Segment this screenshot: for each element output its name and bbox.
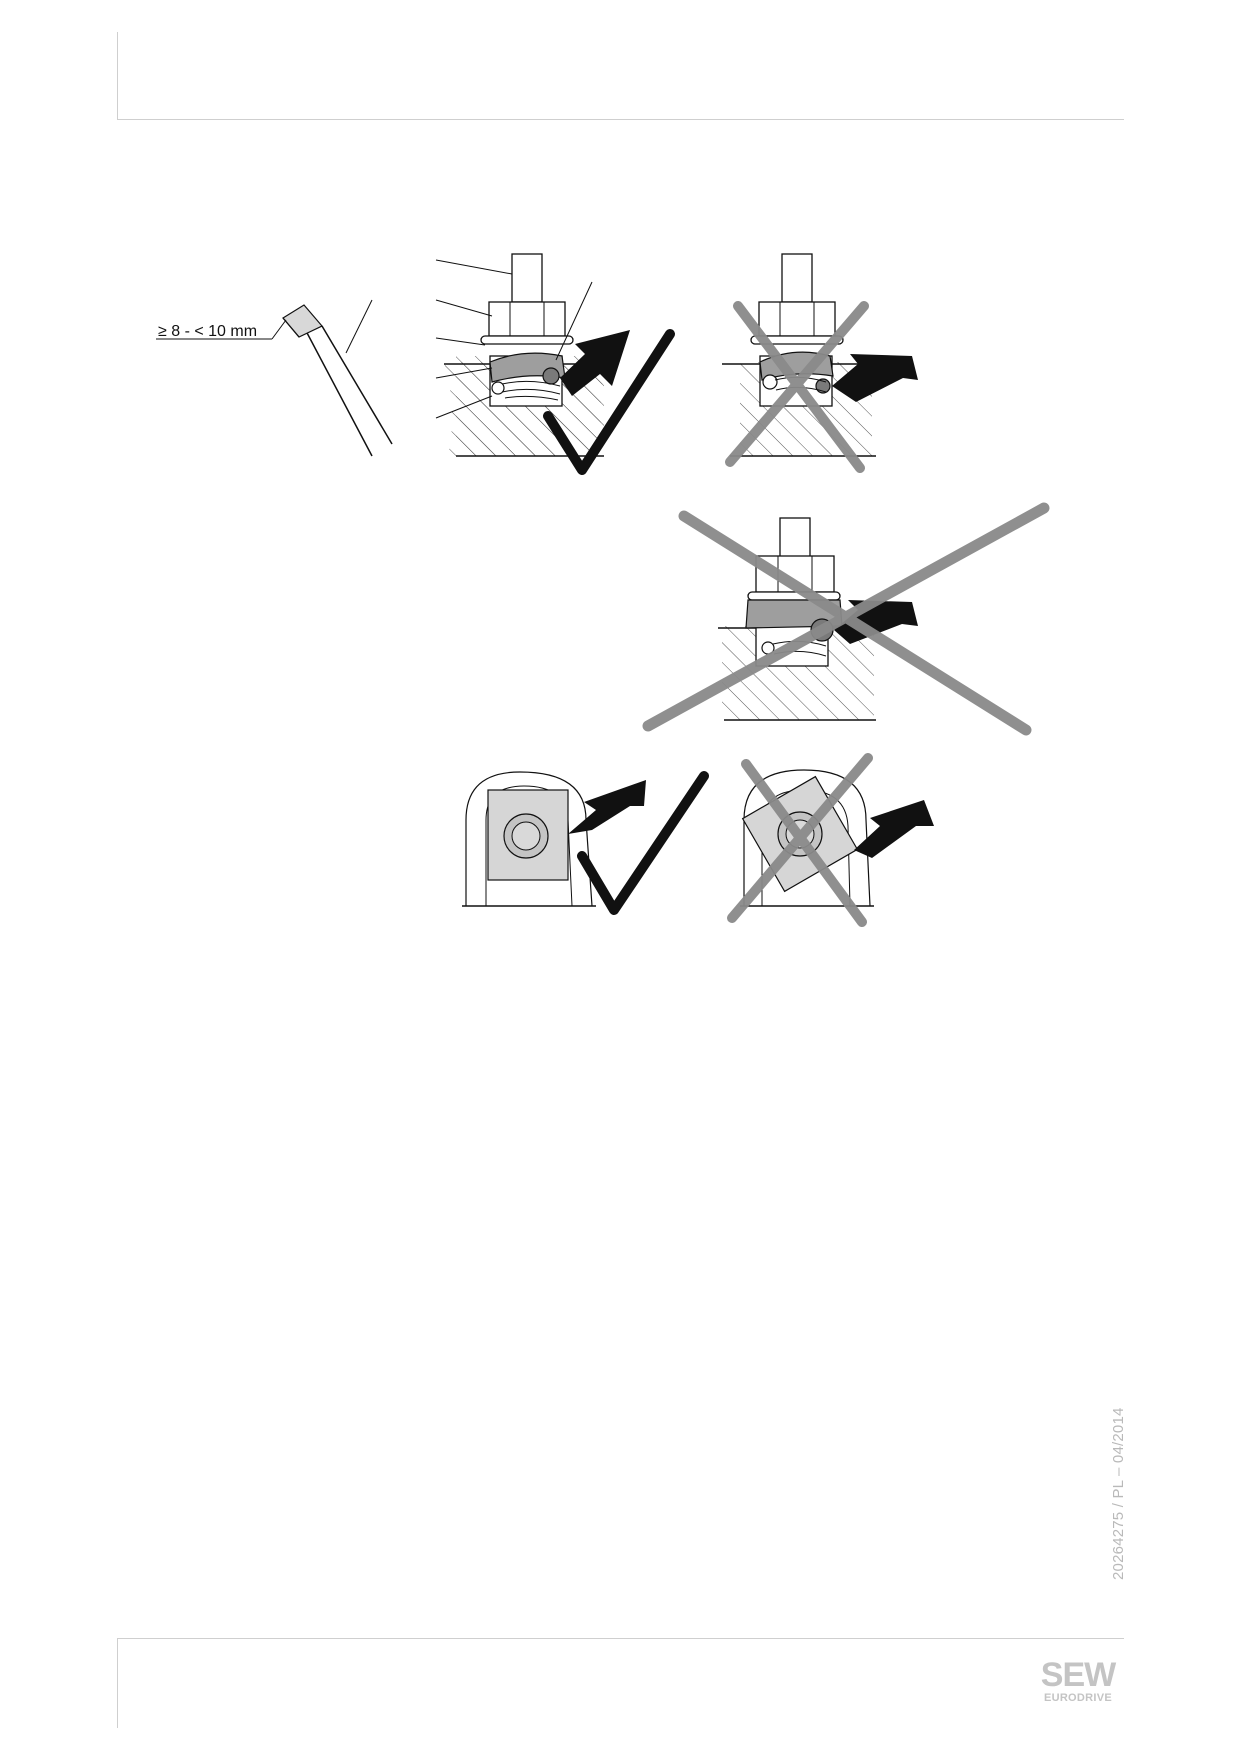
cross-mark-3	[727, 753, 873, 927]
stripped-wire-illustration	[156, 299, 393, 457]
header-rule-horizontal	[117, 119, 1124, 120]
panel-wrong-clamp-raised	[642, 502, 1050, 736]
cross-mark-1	[725, 301, 869, 473]
check-mark-2	[577, 771, 709, 915]
footer-rule-horizontal	[117, 1638, 1124, 1639]
cross-mark-2	[642, 502, 1050, 736]
panel-correct-clamp	[435, 253, 675, 475]
brand-logo-eurodrive: EURODRIVE	[1043, 1692, 1113, 1704]
check-mark-1	[543, 329, 675, 475]
header-rule-vertical	[117, 32, 118, 120]
brand-logo-sew: SEW	[1040, 1656, 1116, 1694]
wire-strip-length-label: ≥ 8 - < 10 mm	[158, 323, 258, 340]
document-code: 20264275 / PL – 04/2014	[1110, 1407, 1127, 1580]
brand-logo: SEW EURODRIVE	[1028, 1658, 1128, 1704]
panel-wrong-nut-rotated	[727, 753, 934, 927]
panel-wrong-clamp-position	[722, 253, 918, 473]
panel-correct-nut-alignment	[462, 771, 709, 915]
footer-rule-vertical	[117, 1638, 118, 1728]
